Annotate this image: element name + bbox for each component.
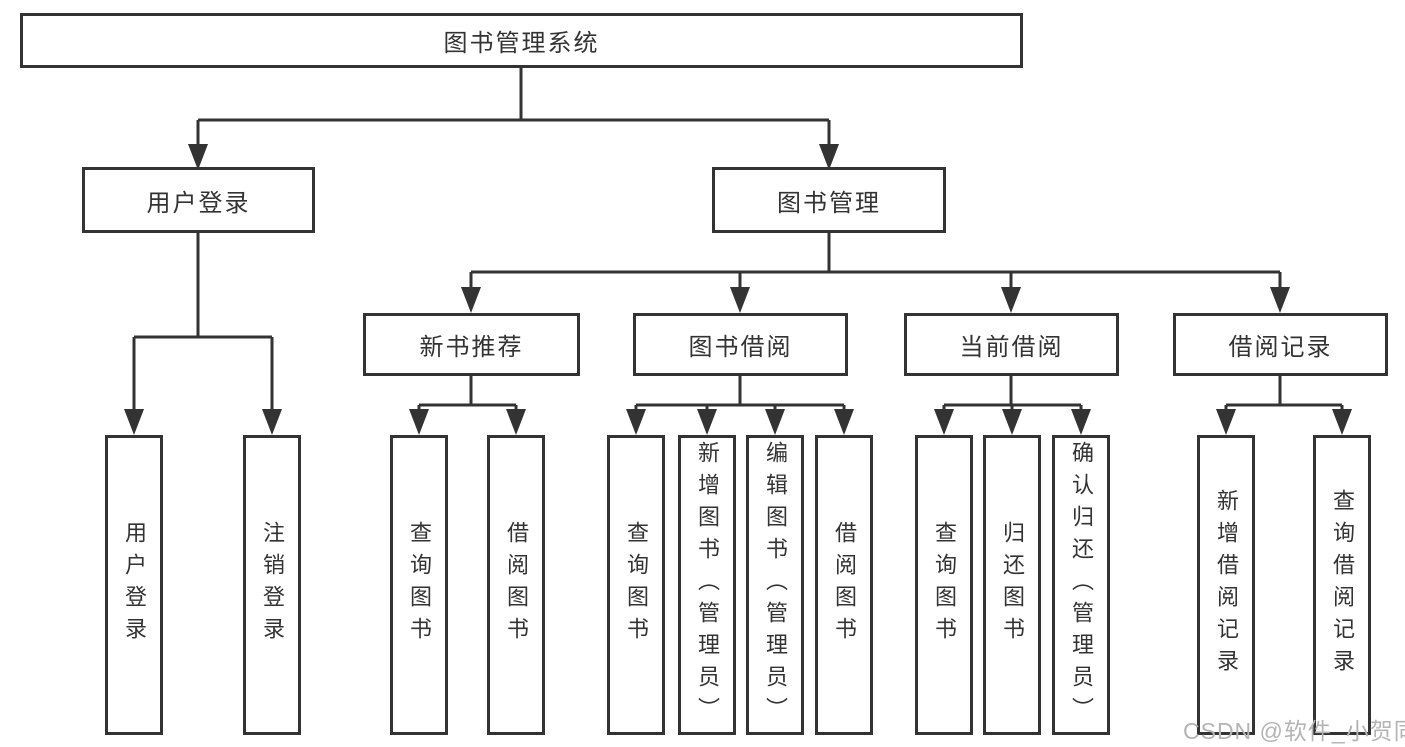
node-book-borrowing-label: 图书借阅 <box>688 334 793 361</box>
arrowhead <box>461 287 481 313</box>
connector-borrow-to-leaves <box>634 376 846 412</box>
leaf-add-borrow-record-label: 新增借阅记录 <box>1214 489 1239 681</box>
arrowhead <box>1270 287 1290 313</box>
arrowhead <box>934 409 954 435</box>
leaf-query-borrow-record: 查询借阅记录 <box>1313 435 1371 735</box>
arrowhead <box>1216 409 1236 435</box>
leaf-add-borrow-record: 新增借阅记录 <box>1197 435 1255 735</box>
leaf-confirm-return-admin: 确认归还（管理员） <box>1052 435 1110 735</box>
node-book-borrowing: 图书借阅 <box>633 313 848 376</box>
arrowhead <box>1002 409 1022 435</box>
node-new-book-recommend-label: 新书推荐 <box>419 334 524 361</box>
leaf-return-book: 归还图书 <box>983 435 1041 735</box>
leaf-query-books-recommend-label: 查询图书 <box>407 521 432 649</box>
connector-userlogin-to-leaves <box>132 233 274 412</box>
leaf-query-books-borrow: 查询图书 <box>607 435 665 735</box>
connector-bookmgmt-to-level3 <box>469 233 1282 292</box>
arrowhead <box>1332 409 1352 435</box>
arrowhead <box>834 409 854 435</box>
leaf-user-login: 用户登录 <box>105 435 163 735</box>
arrowhead <box>697 409 717 435</box>
arrowhead <box>506 409 526 435</box>
leaf-add-book-admin: 新增图书（管理员） <box>678 435 736 735</box>
leaf-query-books-current-label: 查询图书 <box>932 521 957 649</box>
arrowhead <box>730 287 750 313</box>
arrowhead <box>1071 409 1091 435</box>
arrowhead <box>1001 287 1021 313</box>
leaf-borrow-books: 借阅图书 <box>815 435 873 735</box>
connector-root-to-level2 <box>196 68 831 150</box>
node-new-book-recommend: 新书推荐 <box>363 313 580 376</box>
csdn-watermark: CSDN @软件_小贺同学 <box>1183 718 1405 744</box>
leaf-query-books-borrow-label: 查询图书 <box>624 521 649 649</box>
leaf-logout-label: 注销登录 <box>260 521 285 649</box>
arrowhead <box>124 409 144 435</box>
arrowhead <box>262 409 282 435</box>
leaf-query-borrow-record-label: 查询借阅记录 <box>1330 489 1355 681</box>
node-current-borrowing-label: 当前借阅 <box>959 334 1064 361</box>
node-book-management: 图书管理 <box>712 167 946 233</box>
arrowhead <box>626 409 646 435</box>
arrowhead <box>188 144 208 170</box>
connector-records-to-leaves <box>1224 376 1344 412</box>
node-user-login: 用户登录 <box>82 167 315 233</box>
leaf-user-login-label: 用户登录 <box>122 521 147 649</box>
leaf-edit-book-admin-label: 编辑图书（管理员） <box>763 441 788 729</box>
leaf-borrow-books-recommend-label: 借阅图书 <box>504 521 529 649</box>
leaf-add-book-admin-label: 新增图书（管理员） <box>695 441 720 729</box>
node-borrowing-records: 借阅记录 <box>1173 313 1388 376</box>
node-root: 图书管理系统 <box>20 13 1023 68</box>
connector-current-to-leaves <box>942 376 1083 412</box>
leaf-query-books-recommend: 查询图书 <box>390 435 448 735</box>
leaf-borrow-books-label: 借阅图书 <box>832 521 857 649</box>
node-root-label: 图书管理系统 <box>443 30 600 57</box>
node-current-borrowing: 当前借阅 <box>904 313 1119 376</box>
arrowhead <box>765 409 785 435</box>
leaf-query-books-current: 查询图书 <box>915 435 973 735</box>
arrowhead <box>409 409 429 435</box>
leaf-logout: 注销登录 <box>243 435 301 735</box>
node-borrowing-records-label: 借阅记录 <box>1228 334 1333 361</box>
connector-newbook-to-leaves <box>417 376 518 412</box>
arrowhead <box>819 144 839 170</box>
leaf-edit-book-admin: 编辑图书（管理员） <box>746 435 804 735</box>
node-user-login-label: 用户登录 <box>146 189 251 217</box>
node-book-management-label: 图书管理 <box>777 189 881 217</box>
leaf-confirm-return-admin-label: 确认归还（管理员） <box>1069 441 1094 729</box>
leaf-borrow-books-recommend: 借阅图书 <box>487 435 545 735</box>
leaf-return-book-label: 归还图书 <box>1000 521 1025 649</box>
